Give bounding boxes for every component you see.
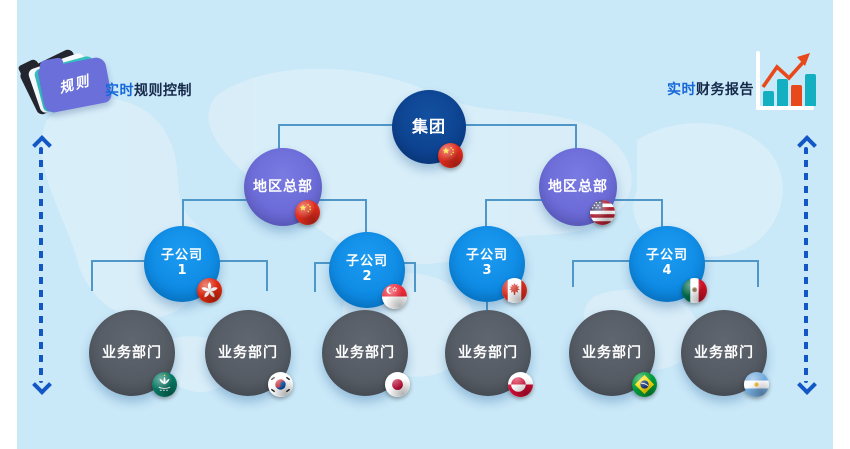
org-node-regional-hq: 地区总部 <box>244 148 322 226</box>
org-node-subsidiary: 子公司 1 <box>144 226 222 303</box>
chart-bar <box>763 91 774 106</box>
flag-usa-icon <box>590 200 615 225</box>
connector-line <box>572 260 574 287</box>
org-node-department: 业务部门 <box>205 310 293 397</box>
org-node-label: 业务部门 <box>335 344 395 361</box>
org-node-regional-hq: 地区总部 <box>539 148 617 226</box>
org-node-label: 地区总部 <box>253 178 313 195</box>
org-node-subsidiary: 子公司 2 <box>329 232 407 309</box>
arrow-down-icon <box>32 375 52 395</box>
flag-hongkong-icon <box>197 278 222 303</box>
chart-bar <box>791 85 802 106</box>
org-node-group: 集团 <box>392 90 466 168</box>
chart-x-axis <box>756 106 814 110</box>
flag-japan-icon <box>385 372 410 397</box>
report-header: 实时财务报告 <box>667 79 754 99</box>
dashed-line <box>39 147 43 383</box>
arrow-down-icon <box>797 375 817 395</box>
connector-line <box>314 262 316 292</box>
connector-line <box>757 260 759 287</box>
connector-line <box>429 124 577 126</box>
org-node-department: 业务部门 <box>89 310 177 397</box>
flag-china-icon <box>295 200 320 225</box>
org-node-subsidiary: 子公司 4 <box>629 226 707 303</box>
connector-line <box>278 124 280 154</box>
rules-header: 实时规则控制 <box>105 80 192 100</box>
connector-line <box>575 124 577 154</box>
flag-canada-icon <box>502 278 527 303</box>
flag-brazil-icon <box>632 372 657 397</box>
chart-bar <box>805 74 816 106</box>
rules-header-rest: 规则控制 <box>134 83 192 99</box>
org-node-label: 业务部门 <box>582 344 642 361</box>
report-header-rest: 财务报告 <box>696 82 754 98</box>
dashed-line <box>804 147 808 383</box>
org-node-subsidiary: 子公司 3 <box>449 226 527 303</box>
org-node-label: 地区总部 <box>548 178 608 195</box>
connector-line <box>91 260 93 291</box>
org-node-department: 业务部门 <box>681 310 769 397</box>
flag-mexico-icon <box>682 278 707 303</box>
folder-front-layer: 规则 <box>37 55 113 115</box>
flag-macau-icon <box>152 372 177 397</box>
org-node-label: 子公司 <box>465 248 508 264</box>
org-node-number: 4 <box>662 263 672 279</box>
flag-china-icon <box>438 143 463 168</box>
org-node-label: 子公司 <box>345 254 388 270</box>
org-node-label: 集团 <box>411 116 446 136</box>
org-node-department: 业务部门 <box>569 310 657 397</box>
rules-header-highlight: 实时 <box>105 83 134 99</box>
rules-folder-icon: 规则 <box>18 47 114 117</box>
connector-line <box>266 260 268 291</box>
org-node-label: 业务部门 <box>102 344 162 361</box>
connector-line <box>182 199 184 231</box>
org-node-number: 3 <box>482 263 492 279</box>
flag-korea-icon <box>268 372 293 397</box>
connector-line <box>414 262 416 292</box>
org-node-label: 业务部门 <box>694 344 754 361</box>
report-header-highlight: 实时 <box>667 82 696 98</box>
org-node-department: 业务部门 <box>322 310 410 397</box>
org-node-number: 1 <box>177 263 187 279</box>
org-node-label: 业务部门 <box>218 344 278 361</box>
org-node-label: 子公司 <box>160 248 203 264</box>
financial-chart-icon <box>752 49 816 112</box>
chart-bar <box>777 79 788 106</box>
flag-greenland-icon <box>508 372 533 397</box>
connector-line <box>485 199 487 231</box>
flag-argentina-icon <box>744 372 769 397</box>
connector-line <box>661 199 663 230</box>
left-double-arrow <box>32 135 52 395</box>
chart-y-axis <box>756 51 760 110</box>
connector-line <box>365 199 367 234</box>
org-node-label: 业务部门 <box>458 344 518 361</box>
connector-line <box>279 124 430 126</box>
right-double-arrow <box>797 135 817 395</box>
connector-line <box>486 297 488 312</box>
org-node-label: 子公司 <box>645 248 688 264</box>
flag-singapore-icon <box>382 284 407 309</box>
trend-arrow-icon <box>761 53 810 89</box>
org-node-department: 业务部门 <box>445 310 533 397</box>
org-node-number: 2 <box>362 269 372 285</box>
